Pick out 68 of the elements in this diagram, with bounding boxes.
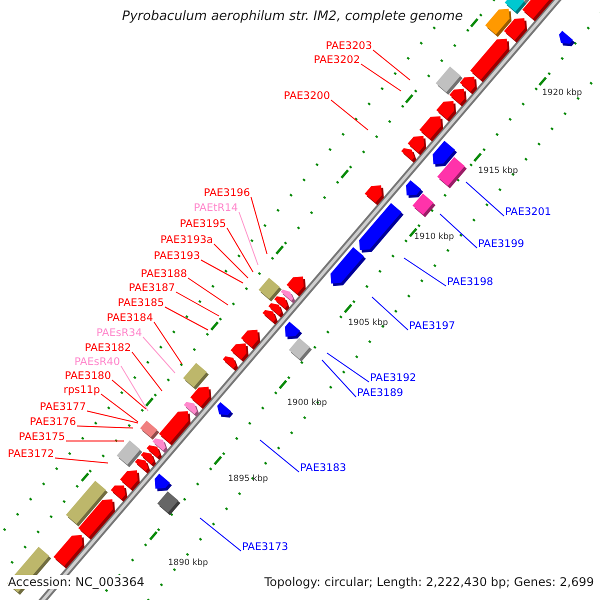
gene-label: PAE3187 <box>128 282 175 294</box>
leader-line <box>120 366 148 412</box>
gene-label: PAE3182 <box>84 342 131 354</box>
scale-label: 1915 kbp <box>478 166 518 176</box>
leader-line <box>404 258 446 286</box>
leader-line <box>440 214 478 248</box>
leader-line <box>330 100 368 130</box>
leader-line <box>100 394 138 422</box>
leader-line <box>164 306 208 330</box>
gene-label: PAE3189 <box>357 387 404 399</box>
gene-label: PAE3193 <box>154 250 200 262</box>
leader-line <box>372 50 410 80</box>
gene-label: PAE3192 <box>370 372 416 384</box>
leader-line <box>372 296 408 330</box>
gene-label: PAE3180 <box>64 370 111 382</box>
scale-label: 1900 kbp <box>287 398 328 408</box>
leader-line <box>200 260 244 284</box>
genome-info-text: Topology: circular; Length: 2,222,430 bp; Genes: 2,699 <box>264 575 594 589</box>
leader-line <box>54 458 108 464</box>
gene-label: PAE3198 <box>447 276 494 288</box>
leader-line <box>112 380 146 410</box>
leader-line <box>322 360 356 398</box>
gene-label: PAE3184 <box>106 312 153 324</box>
gene-label: PAE3185 <box>118 297 164 309</box>
gene-label: PAE3195 <box>180 218 226 230</box>
leader-line <box>154 322 182 364</box>
gene-label: PAEsR34 <box>96 327 142 339</box>
leader-line <box>226 228 254 272</box>
gene-label: PAEtR14 <box>194 202 238 214</box>
scale-label: 1920 kbp <box>542 88 582 98</box>
title: Pyrobaculum aerophilum str. IM2, complete genome <box>122 9 463 24</box>
scale-label: 1895 kbp <box>228 474 268 484</box>
gene-label: PAE3188 <box>140 268 187 280</box>
gene-label: PAE3183 <box>300 462 346 474</box>
leader-line <box>250 196 268 254</box>
leader-line <box>200 518 242 552</box>
leader-line <box>260 440 300 472</box>
gene-label: PAE3197 <box>409 320 456 332</box>
gene-label: PAE3173 <box>242 541 288 553</box>
gene-label: PAE3199 <box>478 238 524 250</box>
gene-label: PAEsR40 <box>74 356 120 368</box>
gene-label: PAE3203 <box>326 40 372 52</box>
leader-line <box>142 336 176 374</box>
scale-label: 1905 kbp <box>348 318 388 328</box>
scale-label: 1910 kbp <box>414 232 454 242</box>
gene-label: PAE3202 <box>314 54 360 66</box>
leader-line <box>466 182 504 216</box>
leader-line <box>86 410 138 424</box>
gene-label: PAE3201 <box>505 206 552 218</box>
leader-line <box>132 352 162 392</box>
gene-label: PAE3172 <box>8 448 54 460</box>
leader-line <box>188 278 228 306</box>
leader-line <box>238 212 258 266</box>
leader-line <box>76 426 134 428</box>
gene-label: PAE3176 <box>30 416 76 428</box>
gene-label: PAE3193a <box>160 234 213 246</box>
gene-label: rps11p <box>64 384 100 396</box>
leader-line <box>326 352 370 382</box>
gene-label: PAE3200 <box>284 90 330 102</box>
scale-label: 1890 kbp <box>168 558 208 568</box>
gene-label: PAE3177 <box>40 401 86 413</box>
accession-text: Accession: NC_003364 <box>8 575 144 589</box>
gene-label: PAE3175 <box>18 431 65 443</box>
leader-line <box>176 292 220 316</box>
gene-label: PAE3196 <box>204 187 250 199</box>
leader-line <box>214 244 248 278</box>
leader-line <box>360 64 402 92</box>
leader-line <box>66 440 124 442</box>
